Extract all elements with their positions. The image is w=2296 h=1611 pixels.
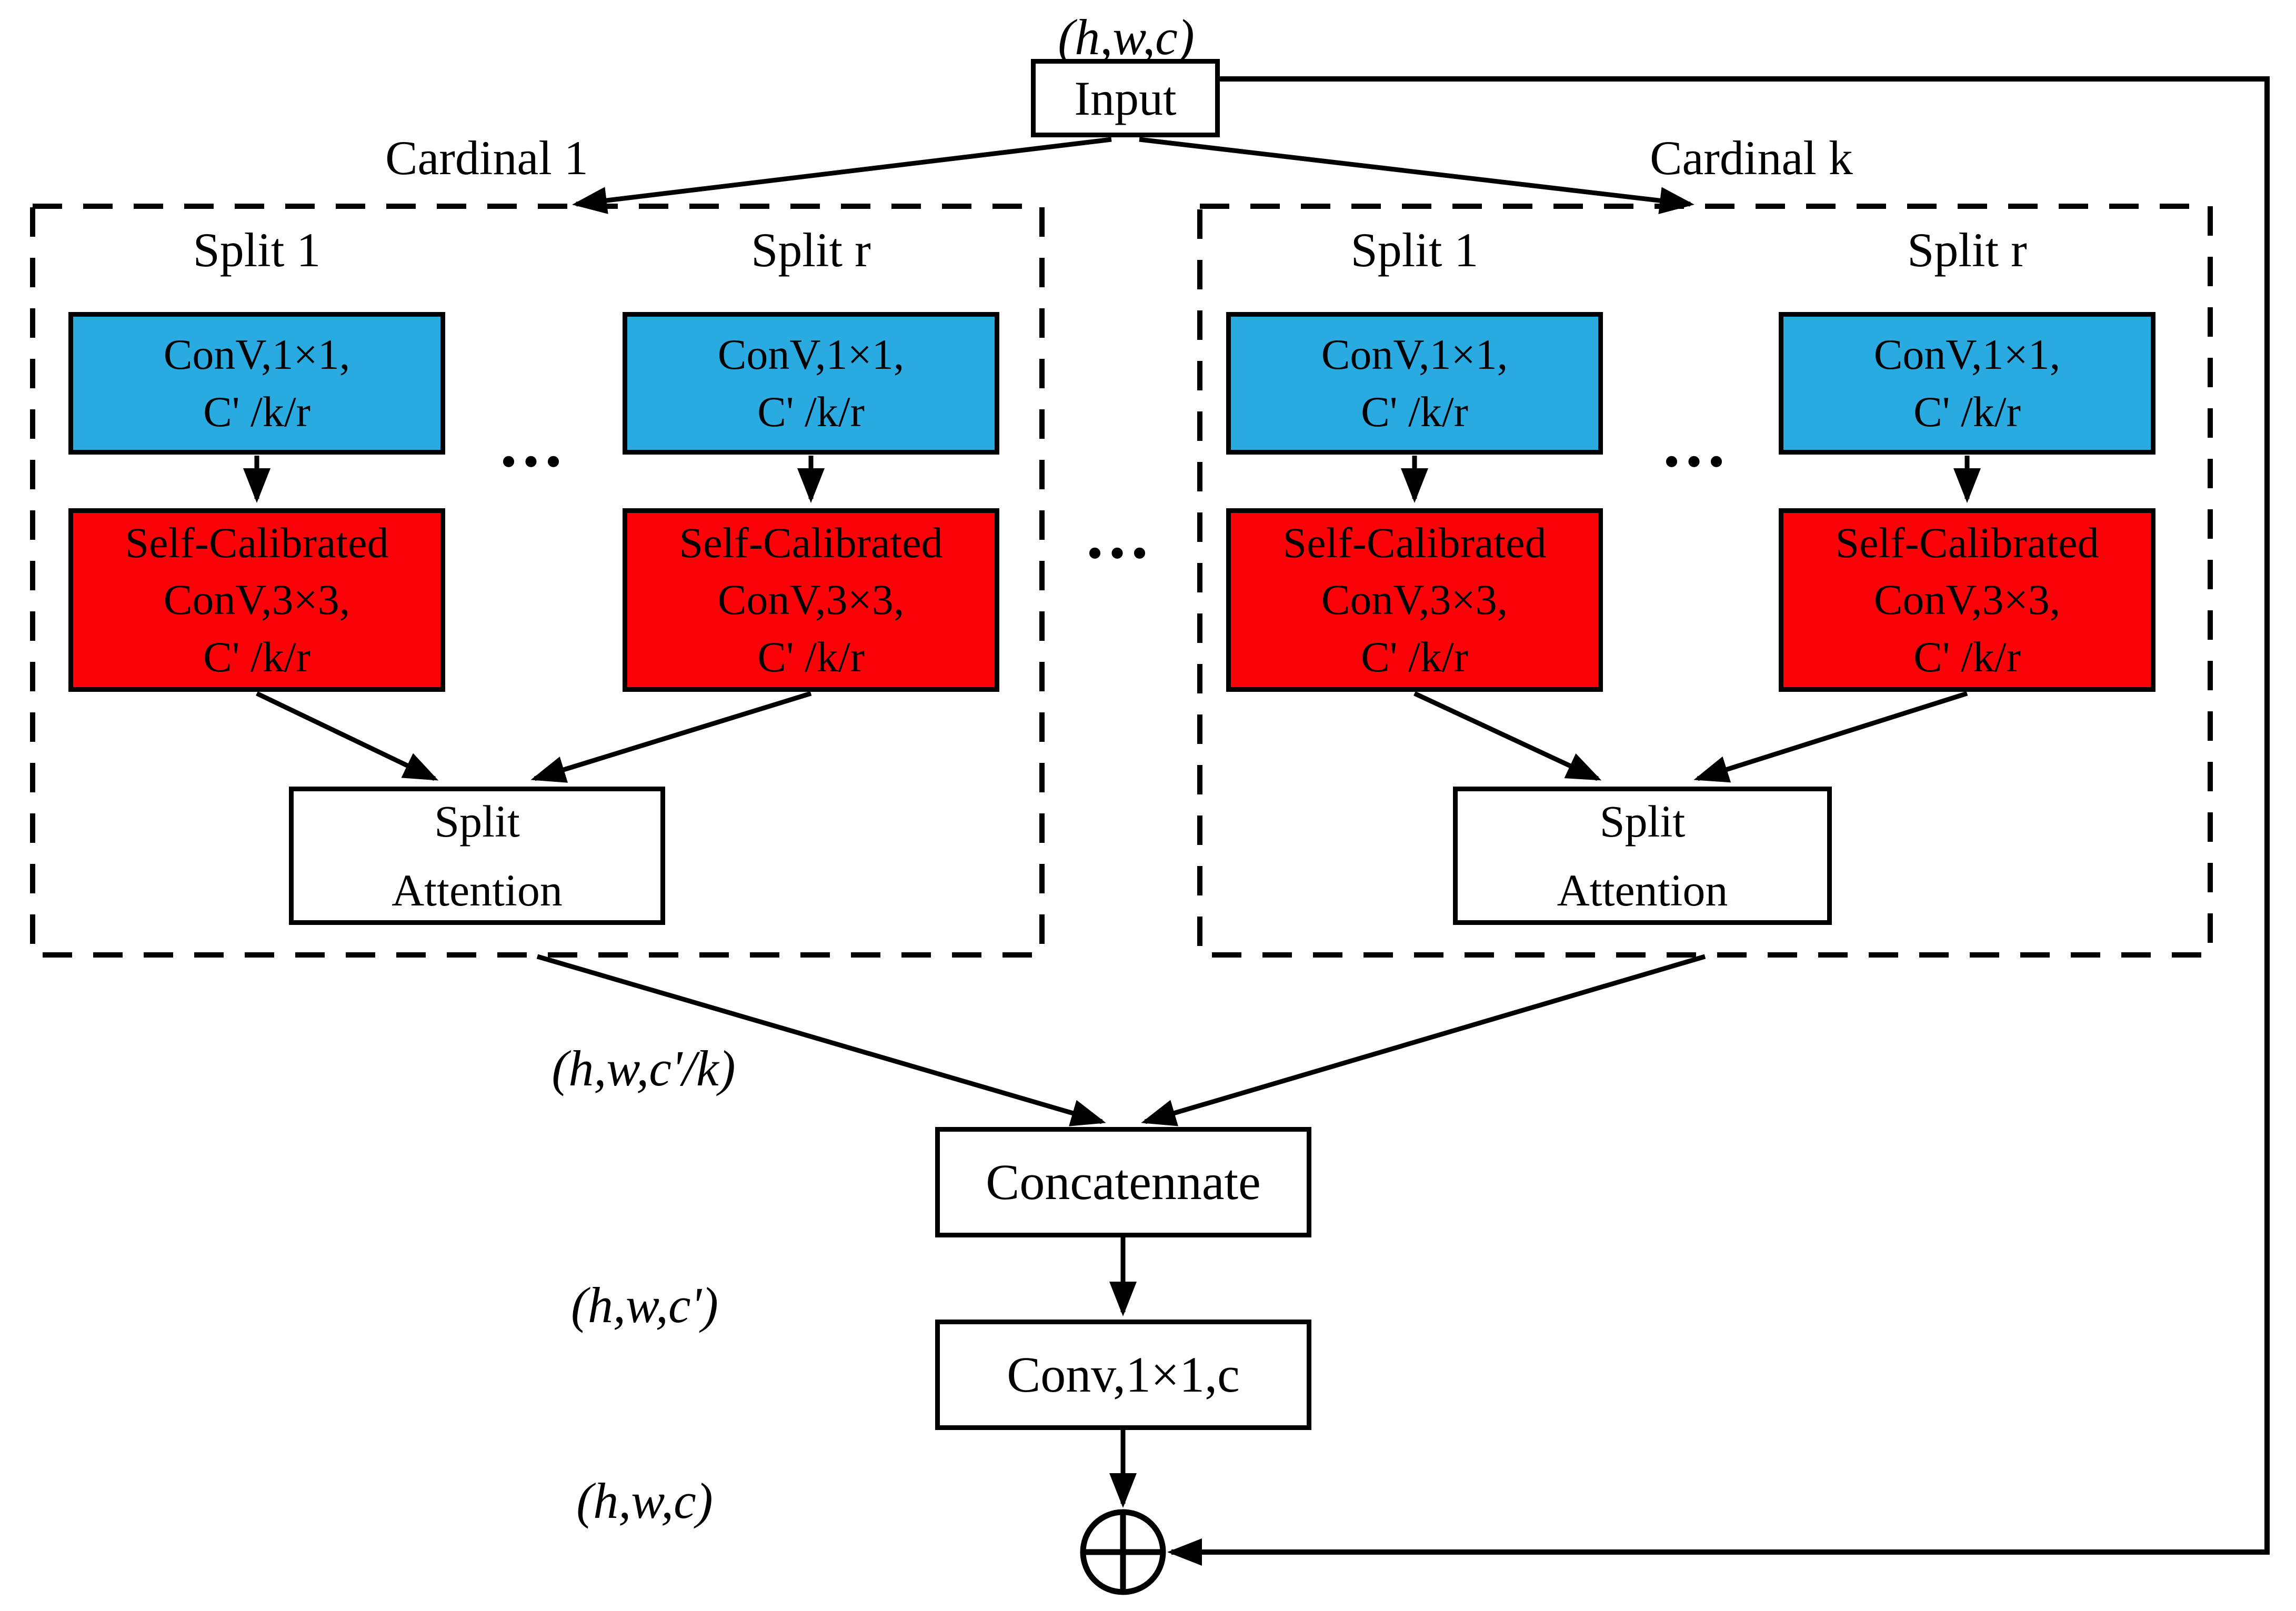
scconv-line3: C' /k/r xyxy=(757,632,865,681)
arrow-scconv-to-splitattention-c1s1 xyxy=(256,691,439,781)
concatenate-block: Concatennate xyxy=(935,1127,1311,1237)
conv1-line2: C' /k/r xyxy=(1361,387,1468,436)
conv1-line1: ConV,1×1, xyxy=(1321,330,1508,379)
conv1-block-c1sr: ConV,1×1, C' /k/r xyxy=(623,312,999,455)
split-attention-block-cardinal-1: Split Attention xyxy=(289,787,665,925)
scconv-line1: Self-Calibrated xyxy=(1835,519,2099,567)
scconv-line1: Self-Calibrated xyxy=(679,519,943,567)
scconv-line3: C' /k/r xyxy=(203,632,310,681)
conv1-line2: C' /k/r xyxy=(203,387,310,436)
split-attention-line1: Split xyxy=(434,796,520,847)
split-r-label-cardinal-1: Split r xyxy=(751,223,871,277)
ellipsis-splits-cardinal-k: ... xyxy=(1663,406,1730,481)
input-box: Input xyxy=(1031,59,1220,137)
conv1-line1: ConV,1×1, xyxy=(163,330,350,379)
scconv-block-c1s1: Self-Calibrated ConV,3×3, C' /k/r xyxy=(68,508,445,692)
scconv-line1: Self-Calibrated xyxy=(1282,519,1547,567)
conv1-line1: ConV,1×1, xyxy=(1873,330,2061,379)
scconv-line2: ConV,3×3, xyxy=(717,576,905,624)
arrow-input-to-cardinal-1 xyxy=(572,137,1112,214)
cardinal-1-dashed-border xyxy=(30,204,1045,958)
conv1-block-cks1: ConV,1×1, C' /k/r xyxy=(1226,312,1603,455)
arrow-cardinal-k-to-concatenate xyxy=(1141,954,1706,1126)
scconv-block-c1sr: Self-Calibrated ConV,3×3, C' /k/r xyxy=(623,508,999,692)
split-1-label-cardinal-1: Split 1 xyxy=(193,223,321,277)
arrow-cardinal-1-to-concatenate xyxy=(536,954,1106,1126)
scconv-line2: ConV,3×3, xyxy=(1873,576,2061,624)
conv1-line1: ConV,1×1, xyxy=(717,330,905,379)
scconv-line1: Self-Calibrated xyxy=(125,519,389,567)
elementwise-add-icon xyxy=(1080,1509,1166,1595)
split-attention-line2: Attention xyxy=(1557,864,1728,915)
arrow-scconv-to-splitattention-cks1 xyxy=(1413,691,1602,781)
concatenate-label: Concatennate xyxy=(986,1154,1261,1211)
input-label: Input xyxy=(1074,71,1177,125)
cardinal-k-label: Cardinal k xyxy=(1650,131,1853,185)
split-attention-line2: Attention xyxy=(392,864,563,915)
ellipsis-between-cardinals: ... xyxy=(1086,497,1154,573)
scconv-block-cks1: Self-Calibrated ConV,3×3, C' /k/r xyxy=(1226,508,1603,692)
conv-out-block: Conv,1×1,c xyxy=(935,1320,1311,1430)
shape-label-after-concat: (h,w,c') xyxy=(571,1277,718,1333)
split-attention-block-cardinal-k: Split Attention xyxy=(1453,787,1832,925)
shape-label-after-cardinal: (h,w,c'/k) xyxy=(552,1040,736,1096)
cardinal-1-label: Cardinal 1 xyxy=(385,131,588,185)
scconv-line2: ConV,3×3, xyxy=(1321,576,1508,624)
shape-label-output: (h,w,c) xyxy=(576,1473,713,1529)
conv1-line2: C' /k/r xyxy=(757,387,865,436)
split-1-label-cardinal-k: Split 1 xyxy=(1350,223,1479,277)
conv1-block-cksr: ConV,1×1, C' /k/r xyxy=(1779,312,2155,455)
scconv-line2: ConV,3×3, xyxy=(163,576,350,624)
cardinal-k-dashed-border xyxy=(1197,204,2213,958)
conv1-line2: C' /k/r xyxy=(1913,387,2021,436)
arrow-scconv-to-splitattention-c1sr xyxy=(530,691,812,783)
residual-skip-connection xyxy=(1167,76,2270,1566)
split-r-label-cardinal-k: Split r xyxy=(1907,223,2027,277)
ellipsis-splits-cardinal-1: ... xyxy=(500,406,567,481)
scconv-line3: C' /k/r xyxy=(1913,632,2021,681)
scconv-line3: C' /k/r xyxy=(1361,632,1468,681)
arrow-scconv-to-splitattention-cksr xyxy=(1693,691,1968,783)
scconv-block-cksr: Self-Calibrated ConV,3×3, C' /k/r xyxy=(1779,508,2155,692)
conv-out-label: Conv,1×1,c xyxy=(1007,1346,1240,1403)
conv1-block-c1s1: ConV,1×1, C' /k/r xyxy=(68,312,445,455)
arrow-input-to-cardinal-k xyxy=(1139,137,1695,215)
shape-label-input: (h,w,c) xyxy=(1058,9,1195,65)
split-attention-line1: Split xyxy=(1599,796,1686,847)
